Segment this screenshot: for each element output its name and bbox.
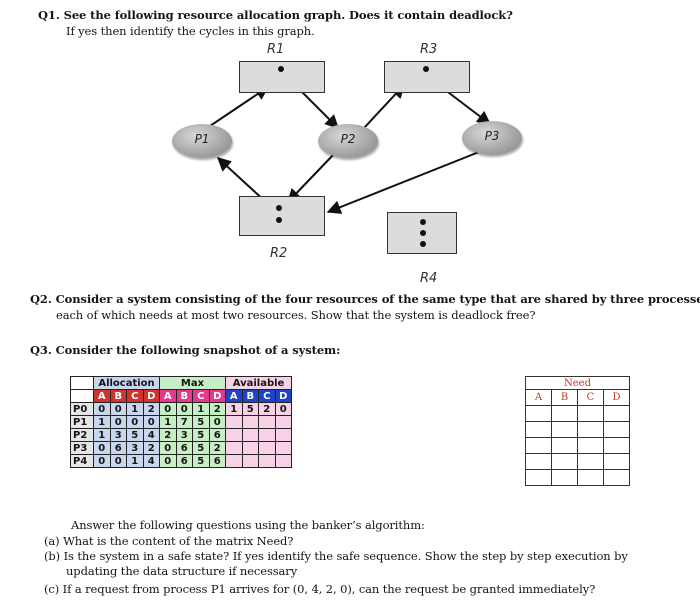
snapshot-letter-row: A B C D A B C D A B C D [70, 389, 292, 403]
question-a: (a) What is the content of the matrix Ne… [44, 534, 294, 548]
need-empty-row [525, 437, 630, 454]
need-empty-row [525, 405, 630, 422]
instance-dot [420, 230, 426, 236]
r4-label: R4 [420, 271, 438, 286]
instance-dot [278, 66, 284, 72]
need-empty-row [525, 469, 630, 486]
available-header: Available [225, 376, 292, 390]
need-table: Need A B C D [525, 376, 630, 486]
allocation-header: Allocation [93, 376, 160, 390]
q1-line2: If yes then identify the cycles in this … [66, 24, 315, 38]
edge-p2-r2 [287, 153, 335, 204]
table-row: P3 0 6 3 2 0 6 5 2 [70, 441, 292, 455]
table-row: P0 0 0 1 2 0 0 1 2 1 5 2 0 [70, 402, 292, 416]
q1-line1: Q1. See the following resource allocatio… [38, 8, 513, 22]
need-title-row: Need [525, 376, 630, 390]
resource-r1 [239, 61, 325, 93]
instance-dot [420, 219, 426, 225]
table-row: P1 1 0 0 0 1 7 5 0 [70, 415, 292, 429]
questions-intro: Answer the following questions using the… [71, 518, 425, 532]
need-empty-row [525, 421, 630, 438]
need-letter-row: A B C D [525, 389, 630, 406]
snapshot-table: Allocation Max Available A B C D A B C D… [70, 376, 292, 468]
need-empty-row [525, 453, 630, 470]
snapshot-group-header-row: Allocation Max Available [70, 376, 292, 390]
question-c: (c) If a request from process P1 arrives… [44, 582, 596, 596]
instance-dot [276, 205, 282, 211]
resource-r4 [387, 212, 457, 254]
q2-line2: each of which needs at most two resource… [56, 308, 536, 322]
edge-p1-r1 [209, 86, 270, 127]
table-row: P2 1 3 5 4 2 3 5 6 [70, 428, 292, 442]
need-title: Need [525, 376, 630, 390]
instance-dot [423, 66, 429, 72]
resource-r3 [384, 61, 470, 93]
max-header: Max [159, 376, 226, 390]
question-b-line1: (b) Is the system in a safe state? If ye… [44, 549, 628, 563]
process-p3: P3 [462, 121, 522, 155]
r1-label: R1 [267, 42, 285, 57]
instance-dot [276, 217, 282, 223]
table-row: P4 0 0 1 4 0 6 5 6 [70, 454, 292, 468]
resource-r2 [239, 196, 325, 236]
process-p2: P2 [318, 124, 378, 158]
question-b-line2: updating the data structure if necessary [66, 564, 298, 578]
q3-line1: Q3. Consider the following snapshot of a… [30, 343, 341, 357]
r2-label: R2 [270, 246, 288, 261]
q2-line1: Q2. Consider a system consisting of the … [30, 292, 700, 306]
r3-label: R3 [420, 42, 438, 57]
instance-dot [420, 241, 426, 247]
edge-p3-r2 [326, 149, 485, 214]
process-p1: P1 [172, 124, 232, 158]
